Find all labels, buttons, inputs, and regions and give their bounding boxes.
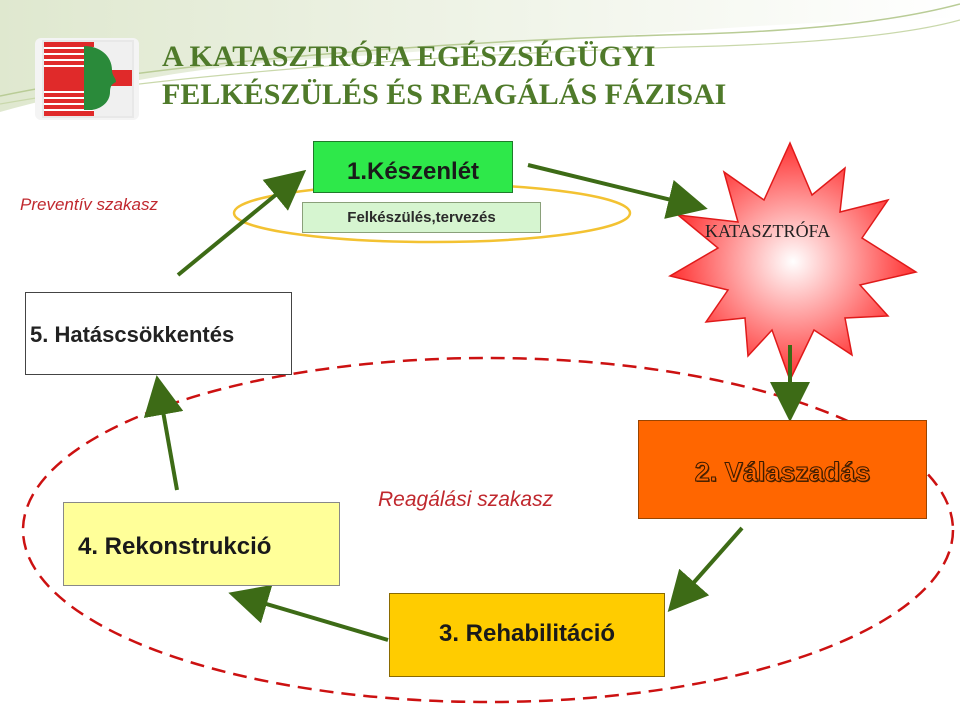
arrow-response-to-rehabilitation xyxy=(667,526,744,612)
title-line-2: FELKÉSZÜLÉS ÉS REAGÁLÁS FÁZISAI xyxy=(162,78,727,111)
stage-1-subtitle: Felkészülés,tervezés xyxy=(347,209,496,226)
stage-3-rehabilitation-box: 3. Rehabilitáció xyxy=(389,593,665,677)
stage-1-preparedness-box: 1.Készenlét xyxy=(313,141,513,193)
arrow-reconstruction-to-mitigation xyxy=(143,375,184,491)
starburst-icon xyxy=(668,141,918,382)
page-title: A KATASZTRÓFA EGÉSZSÉGÜGYI FELKÉSZÜLÉS É… xyxy=(162,38,726,114)
stage-3-label: 3. Rehabilitáció xyxy=(438,620,616,647)
stage-2-label: 2. Válaszadás xyxy=(694,457,871,488)
stage-1-subtitle-box: Felkészülés,tervezés xyxy=(302,202,541,233)
logo-icon xyxy=(35,38,139,120)
arrow-rehabilitation-to-reconstruction xyxy=(228,584,389,642)
stage-5-mitigation-box: 5. Hatáscsökkentés xyxy=(25,292,292,375)
preventive-phase-label: Preventív szakasz xyxy=(20,195,158,214)
reactive-phase-label: Reagálási szakasz xyxy=(378,488,554,511)
reactive-phase-ellipse xyxy=(21,356,955,704)
disaster-label: KATASZTRÓFA xyxy=(705,221,831,241)
title-line-1: A KATASZTRÓFA EGÉSZSÉGÜGYI xyxy=(162,40,656,73)
stage-1-title: 1.Készenlét xyxy=(346,158,480,185)
stage-2-response-box: 2. Válaszadás xyxy=(638,420,927,519)
arrow-preparedness-to-disaster xyxy=(527,163,708,219)
header-swoosh xyxy=(0,0,960,112)
stage-5-label: 5. Hatáscsökkentés xyxy=(30,322,235,347)
arrow-mitigation-to-preparedness xyxy=(176,169,307,277)
stage-4-reconstruction-box: 4. Rekonstrukció xyxy=(63,502,340,586)
stage-4-label: 4. Rekonstrukció xyxy=(78,533,272,560)
